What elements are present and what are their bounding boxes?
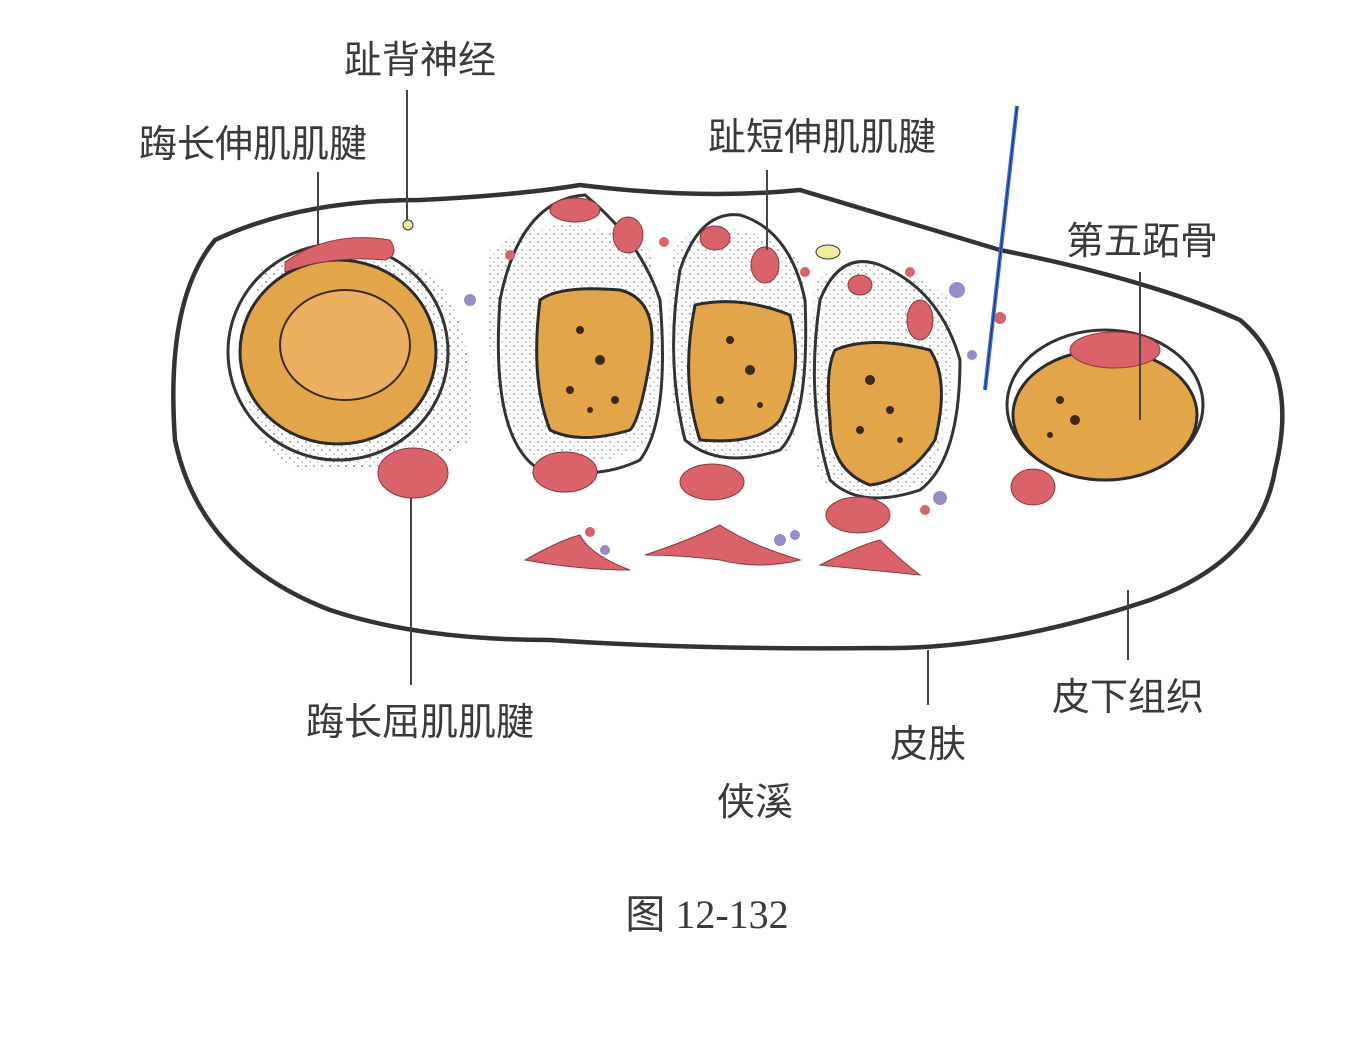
extensor-hallucis-longus-tendon bbox=[284, 237, 395, 273]
label-extensor-hallucis-longus-tendon: 踇长伸肌肌腱 bbox=[139, 122, 367, 166]
vessels-and-nerves bbox=[402, 219, 1006, 555]
trabecular-specks bbox=[566, 326, 1080, 443]
label-subcutaneous-tissue: 皮下组织 bbox=[1052, 675, 1204, 719]
label-acupoint: 侠溪 bbox=[717, 780, 793, 824]
label-flexor-hallucis-longus-tendon: 踇长屈肌肌腱 bbox=[306, 700, 534, 744]
tendons bbox=[284, 197, 1161, 576]
fourth-metatarsal-bone bbox=[826, 341, 943, 487]
leader-lines bbox=[317, 90, 1141, 705]
third-metatarsal-bone bbox=[687, 300, 798, 443]
label-fifth-metatarsal: 第五跖骨 bbox=[1066, 219, 1218, 263]
extensor-digitorum-brevis-tendon bbox=[750, 246, 780, 284]
skin-outline bbox=[171, 182, 1285, 651]
label-dorsal-digital-nerve: 趾背神经 bbox=[344, 38, 496, 82]
fifth-metatarsal-bone bbox=[1011, 348, 1199, 482]
flexor-hallucis-longus-tendon bbox=[377, 447, 449, 499]
second-metatarsal-bone bbox=[535, 287, 654, 439]
label-skin: 皮肤 bbox=[890, 722, 966, 766]
label-extensor-digitorum-brevis-tendon: 趾短伸肌肌腱 bbox=[708, 115, 936, 159]
figure-caption: 图 12-132 bbox=[625, 892, 788, 937]
